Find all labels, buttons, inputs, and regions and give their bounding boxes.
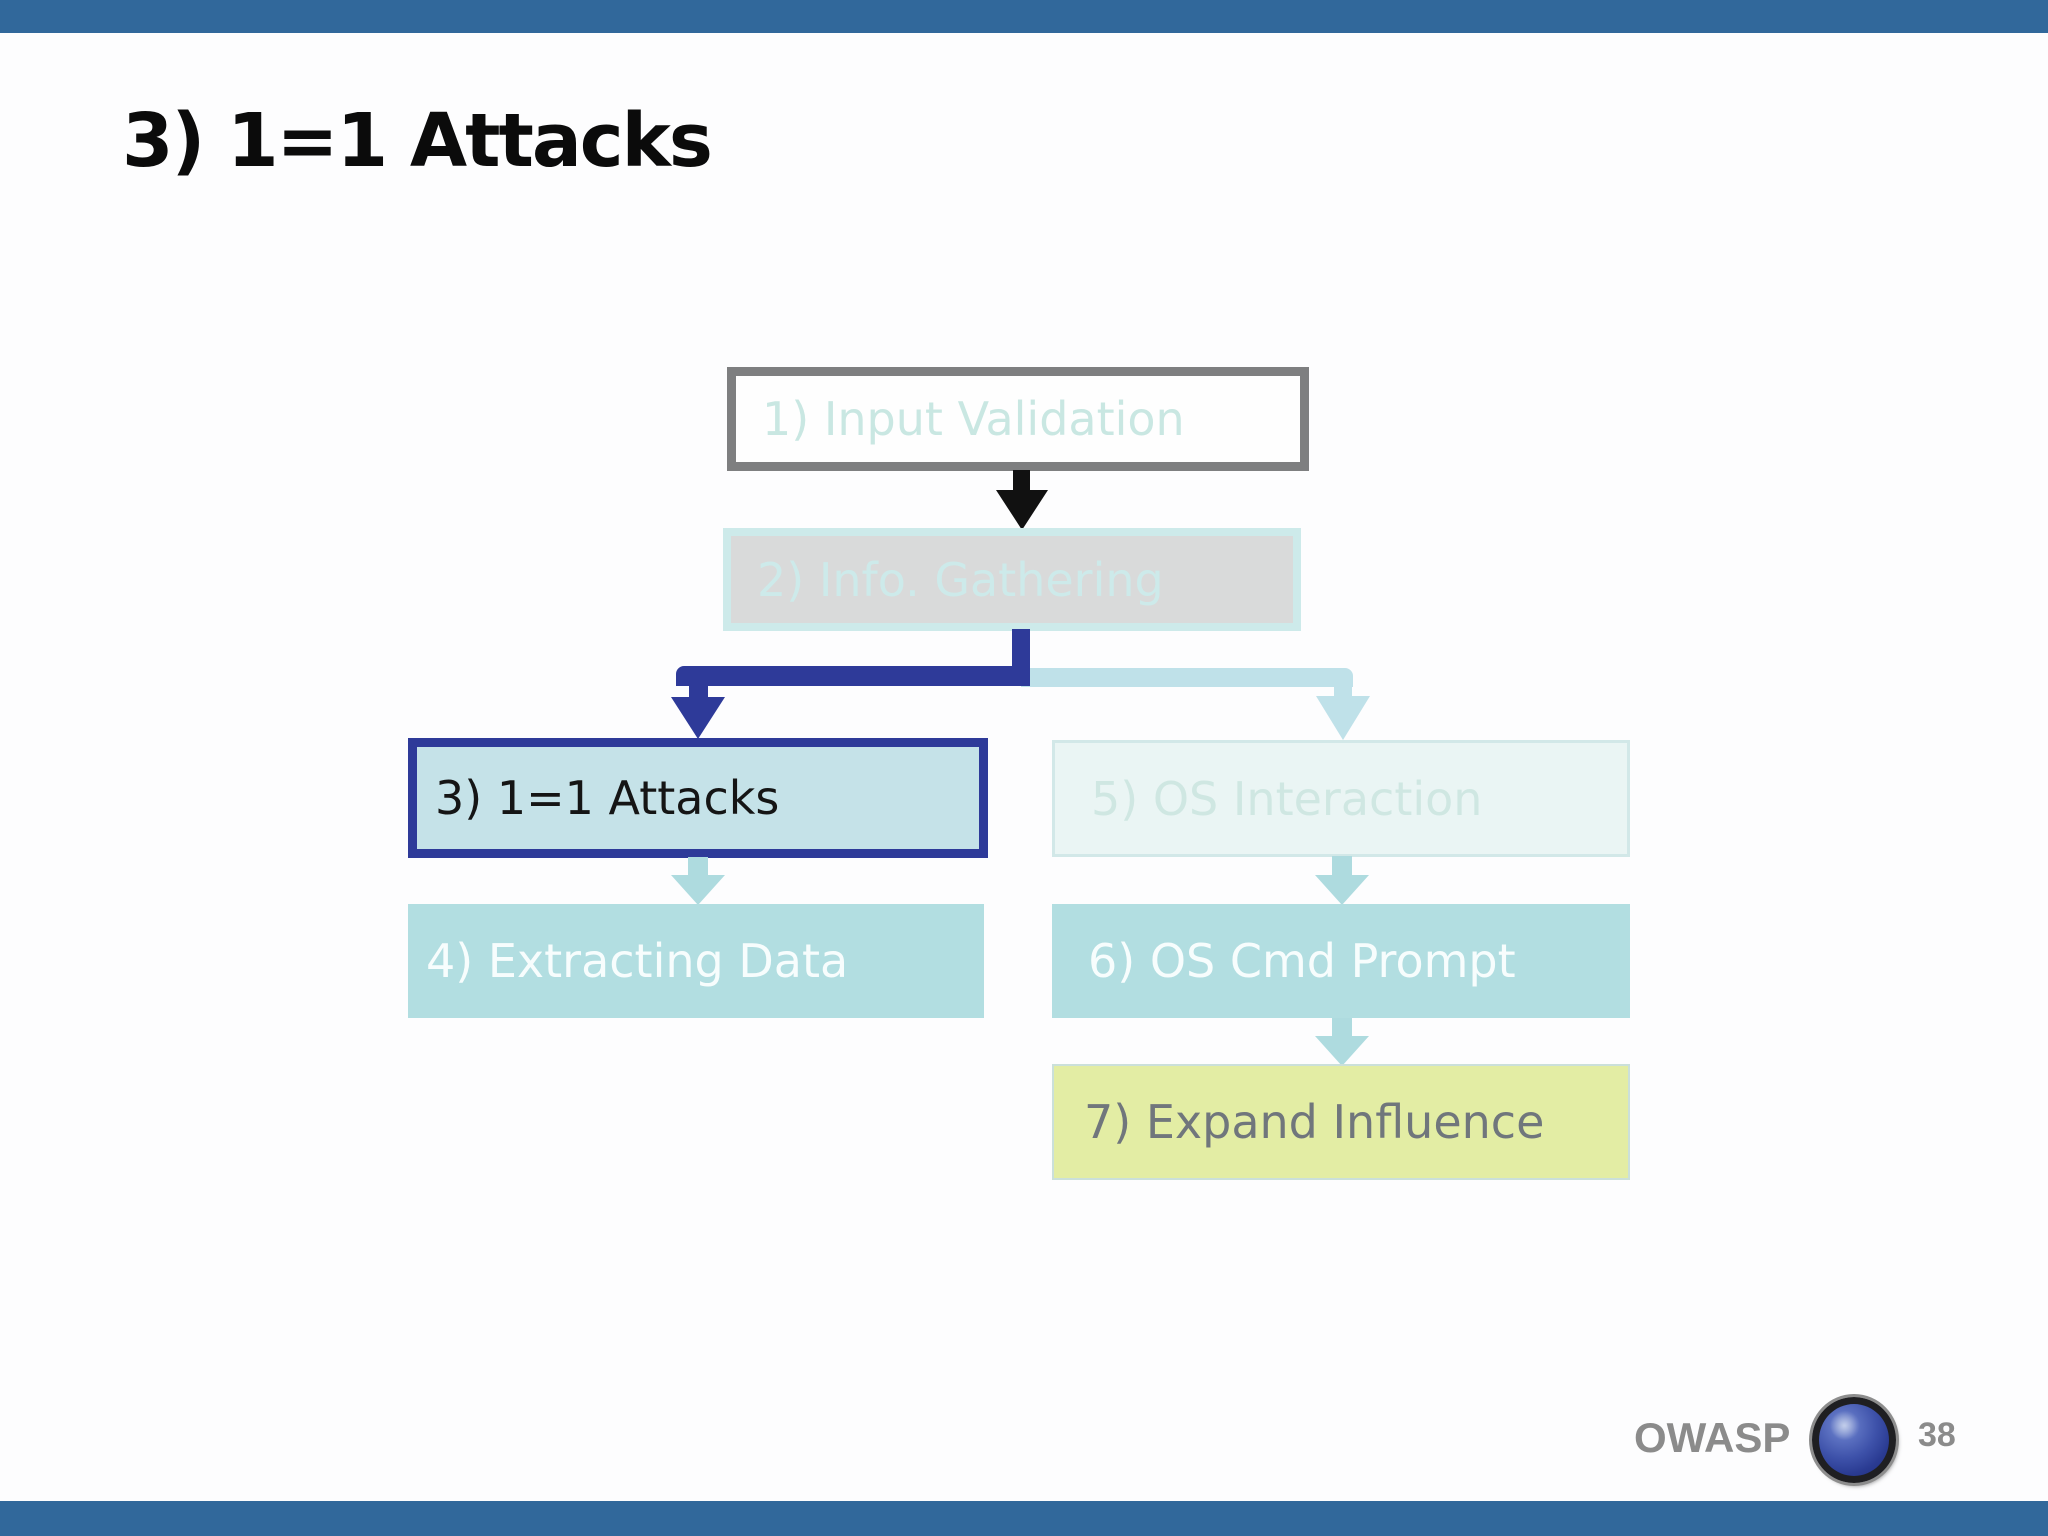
- flow-node-label: 5) OS Interaction: [1091, 771, 1483, 826]
- arrow-info-to-os-interaction-stem: [1334, 684, 1352, 698]
- arrow-info-to-os-interaction-head: [1316, 696, 1370, 740]
- flow-node-input-validation: 1) Input Validation: [727, 367, 1309, 471]
- arrow-os-interaction-to-cmd-stem: [1332, 856, 1352, 877]
- arrow-info-to-attacks-bar: [676, 666, 1030, 686]
- slide-title: 3) 1=1 Attacks: [122, 98, 713, 184]
- flow-node-expand-influence: 7) Expand Influence: [1052, 1064, 1630, 1180]
- flow-node-extracting-data: 4) Extracting Data: [408, 904, 984, 1018]
- arrow-attacks-to-extracting-head: [671, 875, 725, 905]
- globe-highlight: [1828, 1411, 1861, 1440]
- arrow-cmd-to-expand-stem: [1332, 1018, 1352, 1038]
- flow-node-label: 4) Extracting Data: [426, 934, 849, 988]
- flow-node-label: 1) Input Validation: [762, 392, 1185, 446]
- arrow-info-to-attacks-drop: [1012, 629, 1030, 669]
- bottom-border-bar: [0, 1501, 2048, 1536]
- owasp-wordmark: OWASP: [1634, 1414, 1791, 1461]
- arrow-attacks-to-extracting-stem: [688, 857, 708, 877]
- flow-node-label: 7) Expand Influence: [1084, 1095, 1545, 1149]
- page-number: 38: [1918, 1416, 1956, 1454]
- flow-node-label: 2) Info. Gathering: [757, 552, 1164, 607]
- flow-node-os-cmd-prompt: 6) OS Cmd Prompt: [1052, 904, 1630, 1018]
- flow-node-label: 6) OS Cmd Prompt: [1088, 934, 1516, 988]
- arrow-info-to-os-interaction-bar: [1021, 668, 1353, 687]
- top-border-bar: [0, 0, 2048, 33]
- flow-node-label: 3) 1=1 Attacks: [435, 771, 780, 825]
- arrow-input-to-info-head: [996, 490, 1048, 530]
- flow-node-info-gathering: 2) Info. Gathering: [723, 528, 1301, 631]
- arrow-os-interaction-to-cmd-head: [1315, 875, 1369, 905]
- arrow-input-to-info-stem: [1013, 470, 1030, 492]
- globe-icon: [1812, 1397, 1896, 1483]
- flow-node-os-interaction: 5) OS Interaction: [1052, 740, 1630, 857]
- arrow-info-to-attacks-head: [671, 697, 725, 739]
- arrow-cmd-to-expand-head: [1315, 1036, 1369, 1066]
- flow-node-1equals1-attacks-current: 3) 1=1 Attacks: [408, 738, 988, 858]
- arrow-info-to-attacks-stem: [689, 683, 708, 699]
